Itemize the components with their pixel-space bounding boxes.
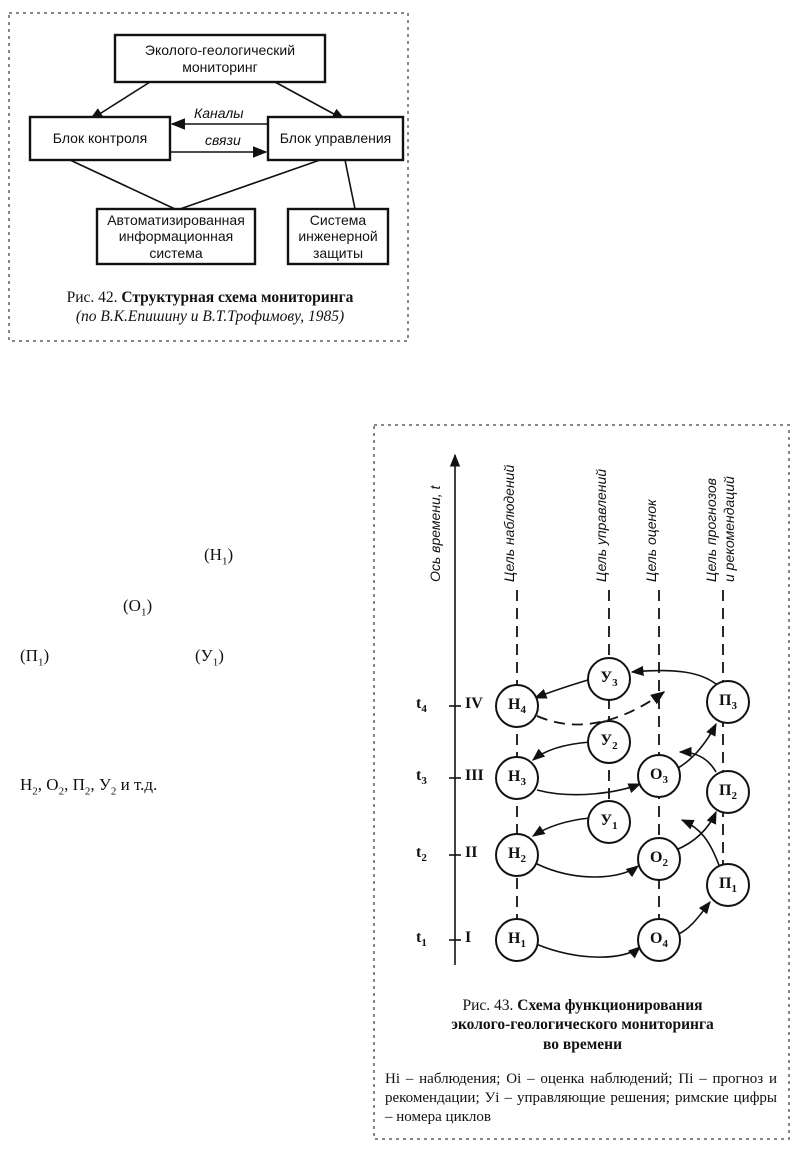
node-o4-label: О4: [650, 930, 668, 951]
node-p3-label: П3: [719, 692, 737, 713]
line-management-protection: [344, 159, 356, 210]
arrow-p1-u1: [680, 819, 721, 869]
text-p1: (П1): [20, 646, 50, 669]
box-management: [266, 115, 405, 162]
node-o3: [637, 754, 681, 798]
column-label-forecasts: Цель прогнозов: [703, 478, 719, 582]
box-protection: [286, 207, 390, 266]
caption-42-title: Структурная схема мониторинга: [121, 289, 354, 306]
time-label-t2: t2: [416, 844, 427, 865]
arrow-h1-o4: [535, 943, 641, 959]
box-protection-label: Система инженерной защиты: [298, 212, 378, 261]
node-p2: [706, 770, 750, 814]
node-h1: [495, 918, 539, 962]
line-control-ais: [69, 159, 176, 210]
node-u1-label: У1: [600, 812, 618, 833]
node-u3-label: У3: [600, 669, 618, 690]
text-o1: (О1): [123, 596, 153, 619]
node-h2-label: Н2: [508, 845, 526, 866]
arrow-h3-o3: [536, 783, 642, 796]
node-u2-label: У2: [600, 732, 618, 753]
box-monitoring-label: Эколого-геологический мониторинг: [144, 42, 296, 75]
figure-42-frame: [8, 12, 409, 342]
axis-label: Ось времени, t: [427, 485, 443, 582]
caption-43-line2: эколого-геологического мониторинга: [451, 1016, 714, 1034]
arrow-p2-u2: [678, 746, 717, 773]
arrow-u1-h2: [531, 817, 591, 837]
box-control: [28, 115, 172, 162]
node-h3-label: Н3: [508, 768, 526, 789]
node-o3-label: О3: [650, 766, 668, 787]
column-label-recommendations: и рекомендаций: [721, 476, 737, 582]
arrow-to-control: [88, 81, 151, 121]
channel-label-2: связи: [205, 132, 241, 148]
node-p1-label: П1: [719, 875, 737, 896]
cycle-label-ii: II: [465, 844, 478, 861]
node-u3: [587, 657, 631, 701]
figure-42-caption: Рис. 42. Структурная схема мониторинга (…: [15, 288, 405, 327]
box-control-label: Блок контроля: [52, 130, 148, 147]
node-u2: [587, 720, 631, 764]
caption-43-prefix: Рис. 43.: [462, 997, 518, 1014]
arrow-to-management: [274, 81, 347, 121]
node-h4-label: Н4: [508, 696, 526, 717]
caption-42-source: (по В.К.Епишину и В.Т.Трофимову, 1985): [75, 308, 345, 326]
cycle-label-i: I: [465, 929, 472, 946]
node-o2-label: О2: [650, 849, 668, 870]
node-h2: [495, 833, 539, 877]
node-p2-label: П2: [719, 782, 737, 803]
node-u1: [587, 800, 631, 844]
box-ais-label: Автоматизированная информационная систем…: [107, 212, 245, 261]
box-monitoring: [113, 33, 327, 84]
node-o4: [637, 918, 681, 962]
arrow-h2-o2: [536, 863, 640, 878]
arrow-u3-h4: [533, 679, 589, 699]
figure-43-frame: [373, 424, 790, 1140]
arrow-u2-h3: [532, 741, 591, 761]
node-p3: [706, 680, 750, 724]
node-o2: [637, 837, 681, 881]
text-h1: (Н1): [204, 545, 234, 568]
figure-43-legend: Нi – наблюдения; Оi – оценка наблюдений;…: [385, 1071, 777, 1125]
caption-42-prefix: Рис. 42.: [66, 289, 122, 306]
time-label-t4: t4: [416, 695, 427, 716]
line-management-ais: [179, 159, 321, 210]
arrow-p3-u3: [630, 665, 717, 685]
channel-label-1: Каналы: [194, 105, 244, 121]
arrow-o3-p3: [677, 722, 717, 769]
column-label-management: Цель управлений: [593, 468, 609, 582]
box-ais: [95, 207, 257, 266]
column-label-assessments: Цель оценок: [643, 499, 659, 582]
node-h3: [495, 756, 539, 800]
time-label-t1: t1: [416, 929, 427, 950]
column-label-observations: Цель наблюдений: [501, 464, 517, 582]
figure-43-caption: Рис. 43. Схема функционирования эколого-…: [385, 996, 780, 1054]
cycle-label-iii: III: [465, 767, 484, 784]
caption-43-line1: Схема функционирования: [517, 997, 703, 1014]
node-h1-label: Н1: [508, 930, 526, 951]
text-sequence: Н2, О2, П2, У2 и т.д.: [20, 775, 158, 798]
text-u1: (У1): [195, 646, 224, 669]
node-p1: [706, 863, 750, 907]
box-management-label: Блок управления: [279, 130, 392, 147]
arrow-o4-p1: [675, 900, 711, 936]
caption-43-line3: во времени: [542, 1035, 623, 1053]
time-label-t3: t3: [416, 767, 427, 788]
cycle-label-iv: IV: [465, 695, 483, 712]
arrow-o2-p2: [675, 810, 717, 851]
node-h4: [495, 684, 539, 728]
